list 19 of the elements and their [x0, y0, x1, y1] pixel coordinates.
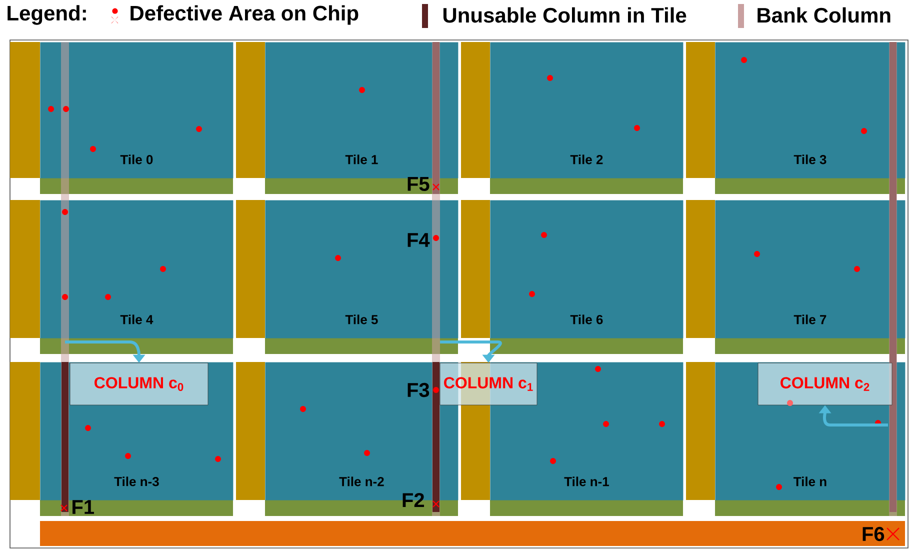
fault-label: F4 — [408, 233, 430, 247]
tile: Tile 1 — [265, 42, 458, 178]
column-box: COLUMN c$_{2}$ — [758, 362, 892, 406]
tile: Tile 3 — [715, 42, 906, 178]
legend-text: Bank Column — [758, 7, 890, 23]
tile: Tile 6 — [490, 200, 684, 338]
tile: Tile 7 — [715, 200, 906, 338]
tile: Tile 4 — [40, 200, 234, 338]
column-box: COLUMN c$_{0}$ — [70, 362, 208, 406]
fault-label: F1 — [72, 500, 94, 514]
legend-title: Legend: — [8, 5, 86, 25]
legend-text: Defective Area on Chip — [130, 5, 358, 25]
tile: Tile 2 — [490, 42, 684, 178]
fault-label: F6 — [862, 526, 884, 542]
fault-label: F5 — [408, 177, 430, 191]
fault-label: F3 — [408, 382, 430, 398]
legend-text: Unusable Column in Tile — [443, 7, 686, 23]
tile: Tile 0 — [40, 42, 234, 178]
column-box: COLUMN c$_{1}$ — [440, 362, 538, 406]
